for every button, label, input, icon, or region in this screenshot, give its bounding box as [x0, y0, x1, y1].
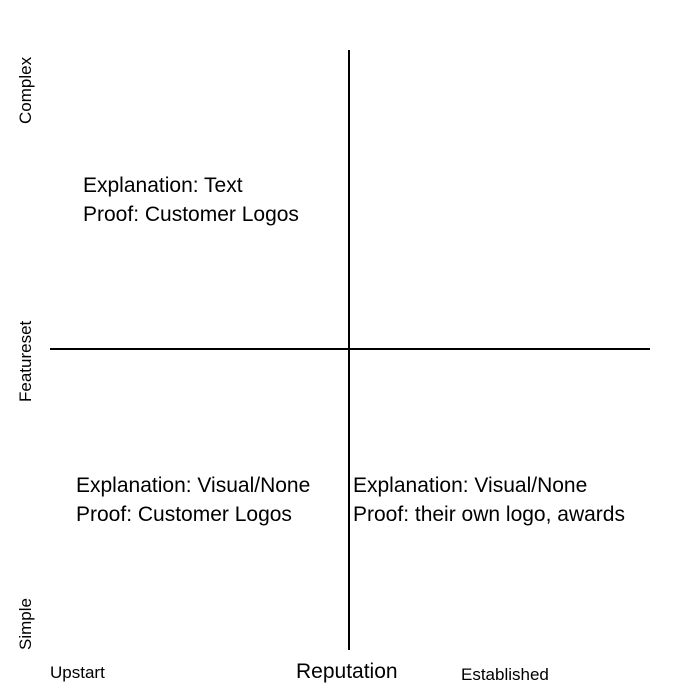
x-axis-left-label: Upstart: [50, 663, 105, 682]
vertical-axis-line: [348, 50, 350, 650]
quadrant-bottom-right-proof: Proof: their own logo, awards: [353, 503, 625, 526]
y-axis-bottom-label: Simple: [16, 598, 35, 650]
quadrant-bottom-left: Explanation: Visual/None Proof: Customer…: [76, 471, 310, 529]
y-axis-top-label: Complex: [16, 56, 35, 124]
quadrant-top-left: Explanation: Text Proof: Customer Logos: [83, 171, 299, 229]
x-axis-right-label: Established: [461, 665, 549, 684]
quadrant-top-left-explanation: Explanation: Text: [83, 174, 243, 197]
quadrant-bottom-left-explanation: Explanation: Visual/None: [76, 474, 311, 497]
x-axis-title: Reputation: [296, 660, 398, 683]
quadrant-top-left-proof: Proof: Customer Logos: [83, 203, 299, 226]
horizontal-axis-line: [50, 348, 650, 350]
y-axis-title: Featureset: [16, 320, 35, 402]
quadrant-bottom-right-explanation: Explanation: Visual/None: [353, 474, 588, 497]
quadrant-bottom-left-proof: Proof: Customer Logos: [76, 503, 292, 526]
quadrant-bottom-right: Explanation: Visual/None Proof: their ow…: [353, 471, 625, 529]
